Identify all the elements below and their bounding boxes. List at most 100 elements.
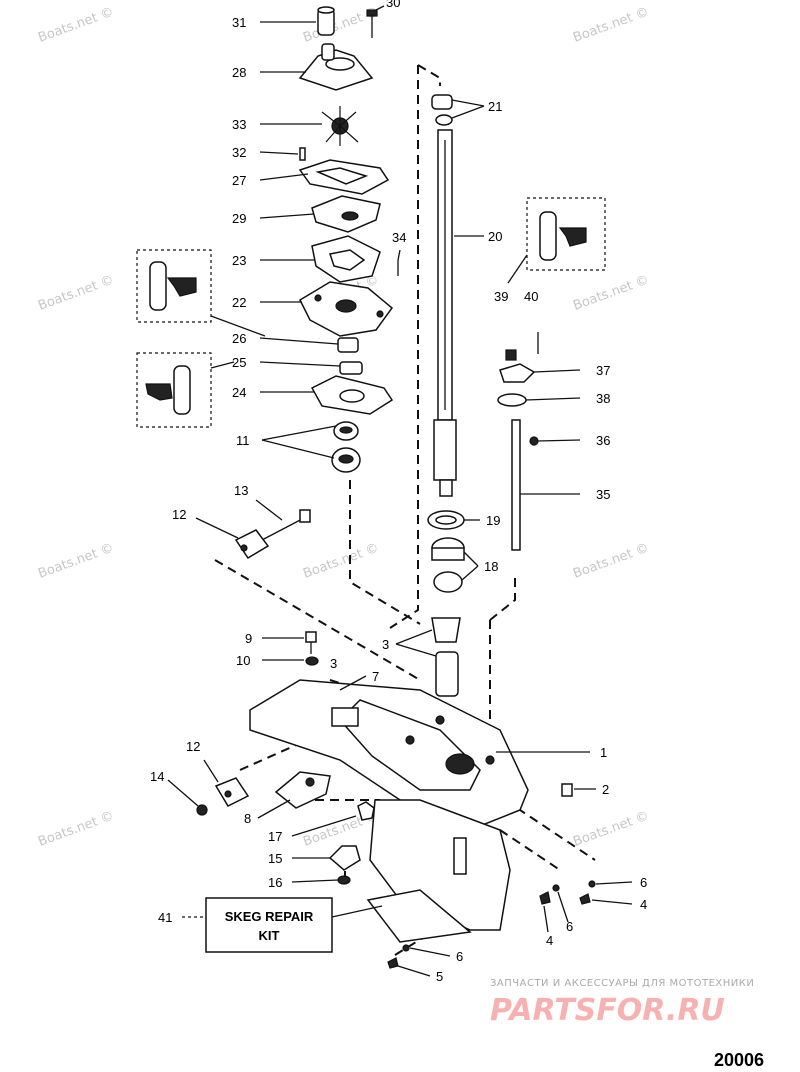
part-12-anode-lower <box>214 777 250 807</box>
part-5-6-screws-bottom <box>387 944 410 969</box>
site-tagline: ЗАПЧАСТИ И АКСЕССУАРЫ ДЛЯ МОТОТЕХНИКИ <box>490 978 754 989</box>
part-9-screw <box>305 631 317 654</box>
callout-4: 4 <box>640 897 647 912</box>
part-15-cover <box>328 845 361 871</box>
callout-4: 4 <box>546 933 553 948</box>
callout-14: 14 <box>150 769 164 784</box>
part-37-bracket <box>499 363 536 383</box>
watermark: Boats.net © <box>36 809 116 850</box>
watermark: Boats.net © <box>36 541 116 582</box>
part-30-screw <box>366 9 378 38</box>
part-25-seal <box>339 361 363 375</box>
skeg-repair-kit-box: 41 SKEG REPAIR KIT <box>158 897 333 953</box>
part-11-bearings <box>331 421 361 473</box>
part-38-seal <box>497 393 527 407</box>
callout-15: 15 <box>268 851 282 866</box>
watermark: Boats.net © <box>36 273 116 314</box>
watermark: Boats.net © <box>301 541 381 582</box>
callout-7: 7 <box>372 669 379 684</box>
part-36-clip <box>529 436 539 446</box>
callout-18: 18 <box>484 559 498 574</box>
inset-left-lower <box>136 352 235 428</box>
part-skeg <box>366 889 472 943</box>
callout-20: 20 <box>488 229 502 244</box>
part-13-bolt <box>261 509 311 541</box>
callout-12: 12 <box>186 739 200 754</box>
callout-6: 6 <box>640 875 647 890</box>
callout-2: 2 <box>602 782 609 797</box>
part-8-trim-tab <box>274 771 331 809</box>
part-12-anode-upper <box>234 529 270 560</box>
part-23-gasket <box>311 235 381 283</box>
inset-left-upper <box>136 249 266 337</box>
callout-10: 10 <box>236 653 250 668</box>
part-18-bearing <box>431 537 465 593</box>
part-22-base <box>299 281 394 337</box>
figure-number: 20006 <box>714 1050 764 1070</box>
callout-29: 29 <box>232 211 246 226</box>
part-39-nut <box>505 349 517 361</box>
callout-22: 22 <box>232 295 246 310</box>
part-26-seal <box>337 337 359 353</box>
callout-34: 34 <box>392 230 406 245</box>
part-16-nut <box>337 875 351 885</box>
callout-3: 3 <box>382 637 389 652</box>
callout-33: 33 <box>232 117 246 132</box>
callout-30: 30 <box>386 0 400 10</box>
callout-6: 6 <box>566 919 573 934</box>
part-17-nut <box>357 801 375 821</box>
callout-17: 17 <box>268 829 282 844</box>
callout-27: 27 <box>232 173 246 188</box>
part-19-washer <box>427 510 465 530</box>
callout-labels: 31 30 28 21 33 32 27 29 20 34 23 22 39 4… <box>150 0 647 984</box>
part-33-impeller <box>321 106 359 146</box>
kit-box-line1: SKEG REPAIR <box>225 909 314 924</box>
watermark: Boats.net © <box>571 273 651 314</box>
part-27-gasket <box>298 159 390 195</box>
part-35-shift-shaft <box>511 419 521 551</box>
callout-25: 25 <box>232 355 246 370</box>
callout-13: 13 <box>234 483 248 498</box>
callout-38: 38 <box>596 391 610 406</box>
callout-1: 1 <box>600 745 607 760</box>
watermark: Boats.net © <box>571 5 651 46</box>
part-3-sleeves <box>431 617 461 697</box>
watermark: Boats.net © <box>36 5 116 46</box>
site-logo: PARTSFOR.RU <box>490 993 725 1028</box>
part-24-gasket <box>310 375 394 415</box>
callout-12: 12 <box>172 507 186 522</box>
callout-5: 5 <box>436 969 443 984</box>
kit-box-line2: KIT <box>259 928 280 943</box>
callout-26: 26 <box>232 331 246 346</box>
watermark: Boats.net © <box>571 809 651 850</box>
part-10-washer <box>305 656 319 666</box>
callout-11: 11 <box>236 433 250 448</box>
callout-9: 9 <box>245 631 252 646</box>
part-28-pump-housing <box>298 43 374 91</box>
callout-23: 23 <box>232 253 246 268</box>
callout-24: 24 <box>232 385 246 400</box>
site-branding: ЗАПЧАСТИ И АКСЕССУАРЫ ДЛЯ МОТОТЕХНИКИ PA… <box>490 978 754 1028</box>
callout-36: 36 <box>596 433 610 448</box>
inset-top-right <box>507 197 606 284</box>
callout-40: 40 <box>524 289 538 304</box>
leader-lines <box>167 5 633 977</box>
callout-21: 21 <box>488 99 502 114</box>
watermark: Boats.net © <box>571 541 651 582</box>
callout-31: 31 <box>232 15 246 30</box>
callout-6: 6 <box>456 949 463 964</box>
part-31-sleeve <box>317 6 335 36</box>
callout-3: 3 <box>330 656 337 671</box>
part-20-driveshaft <box>433 129 457 497</box>
callout-16: 16 <box>268 875 282 890</box>
callout-8: 8 <box>244 811 251 826</box>
part-21-bushings <box>431 94 453 126</box>
part-2-plug <box>561 783 573 797</box>
callout-41: 41 <box>158 910 172 925</box>
part-32-key <box>299 147 306 161</box>
callout-39: 39 <box>494 289 508 304</box>
part-14-nut <box>196 804 208 816</box>
callout-19: 19 <box>486 513 500 528</box>
callout-37: 37 <box>596 363 610 378</box>
